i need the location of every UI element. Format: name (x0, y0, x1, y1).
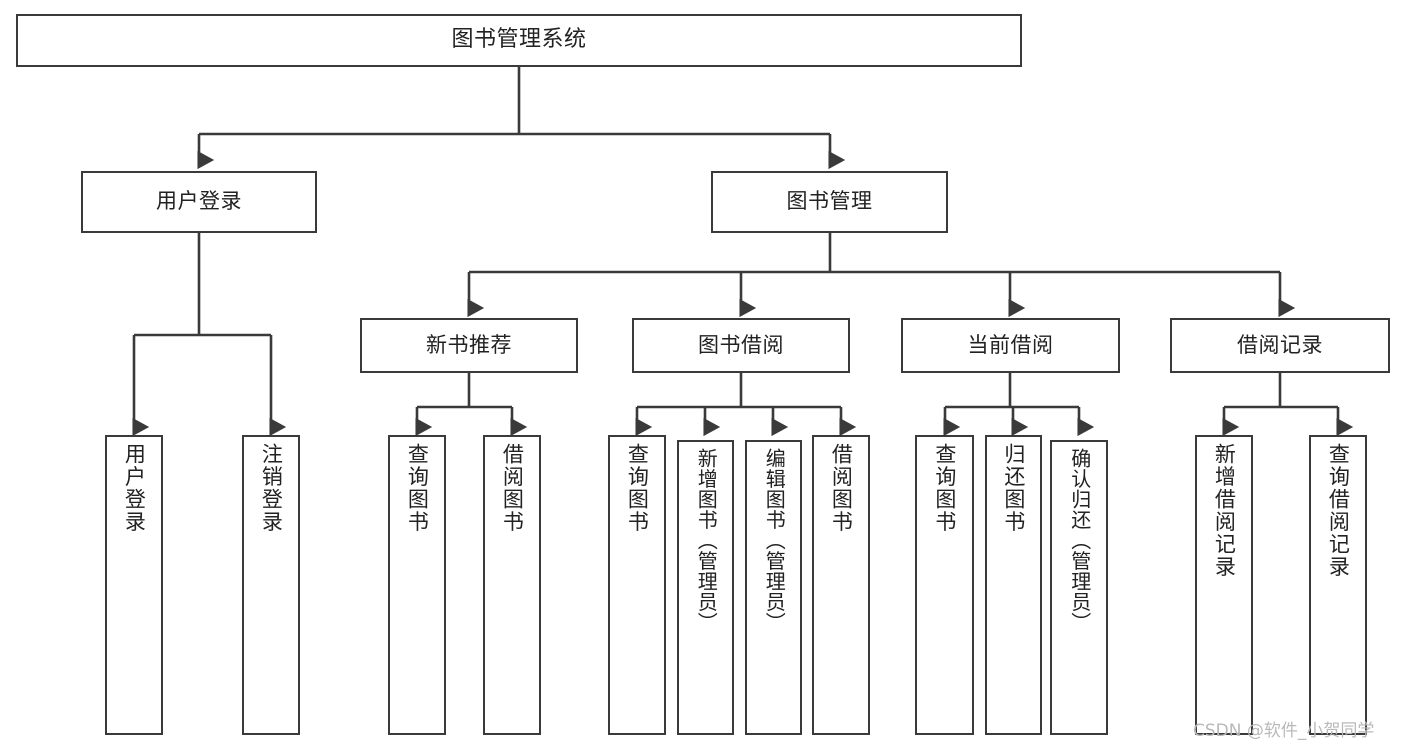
node-leaf-query-book-2[interactable]: 查询图书 (608, 435, 666, 735)
node-leaf-logout-login-label: 注销登录 (259, 443, 284, 533)
node-leaf-query-book-1-label: 查询图书 (405, 443, 430, 533)
node-new-book-rec-label: 新书推荐 (426, 332, 512, 357)
node-borrow-record-label: 借阅记录 (1237, 332, 1323, 357)
node-leaf-add-book-label: 新增图书（管理员） (694, 448, 719, 633)
node-leaf-add-record[interactable]: 新增借阅记录 (1195, 435, 1253, 735)
node-new-book-rec[interactable]: 新书推荐 (360, 318, 578, 373)
node-leaf-confirm-return[interactable]: 确认归还（管理员） (1050, 440, 1108, 735)
node-leaf-query-record[interactable]: 查询借阅记录 (1309, 435, 1367, 735)
node-book-manage[interactable]: 图书管理 (711, 171, 948, 233)
node-leaf-query-record-label: 查询借阅记录 (1326, 443, 1351, 578)
node-leaf-query-book-2-label: 查询图书 (625, 443, 650, 533)
node-book-manage-label: 图书管理 (786, 189, 873, 214)
node-user-login[interactable]: 用户登录 (81, 171, 317, 233)
node-borrow-record[interactable]: 借阅记录 (1170, 318, 1390, 373)
node-leaf-borrow-book-2[interactable]: 借阅图书 (812, 435, 870, 735)
node-user-login-label: 用户登录 (156, 189, 242, 214)
node-book-borrow[interactable]: 图书借阅 (632, 318, 850, 373)
node-leaf-logout-login[interactable]: 注销登录 (242, 435, 300, 735)
node-leaf-add-book[interactable]: 新增图书（管理员） (677, 440, 734, 735)
node-leaf-query-book-3[interactable]: 查询图书 (915, 435, 974, 735)
node-leaf-add-record-label: 新增借阅记录 (1212, 443, 1237, 578)
node-leaf-user-login-label: 用户登录 (122, 443, 147, 533)
node-leaf-edit-book[interactable]: 编辑图书（管理员） (745, 440, 802, 735)
node-leaf-borrow-book-1[interactable]: 借阅图书 (483, 435, 541, 735)
csdn-watermark: CSDN @软件_小贺同学 (1193, 721, 1375, 741)
node-root-label: 图书管理系统 (451, 27, 587, 53)
node-leaf-edit-book-label: 编辑图书（管理员） (762, 448, 787, 633)
node-root[interactable]: 图书管理系统 (16, 14, 1022, 67)
node-leaf-confirm-return-label: 确认归还（管理员） (1067, 448, 1092, 633)
node-leaf-user-login[interactable]: 用户登录 (105, 435, 163, 735)
node-leaf-query-book-3-label: 查询图书 (932, 443, 957, 533)
node-leaf-return-book-label: 归还图书 (1001, 443, 1026, 533)
node-leaf-query-book-1[interactable]: 查询图书 (388, 435, 446, 735)
node-current-borrow[interactable]: 当前借阅 (901, 318, 1120, 373)
node-current-borrow-label: 当前借阅 (967, 332, 1054, 357)
node-leaf-borrow-book-2-label: 借阅图书 (829, 443, 854, 533)
node-leaf-return-book[interactable]: 归还图书 (985, 435, 1042, 735)
node-book-borrow-label: 图书借阅 (698, 332, 784, 357)
node-leaf-borrow-book-1-label: 借阅图书 (500, 443, 525, 533)
